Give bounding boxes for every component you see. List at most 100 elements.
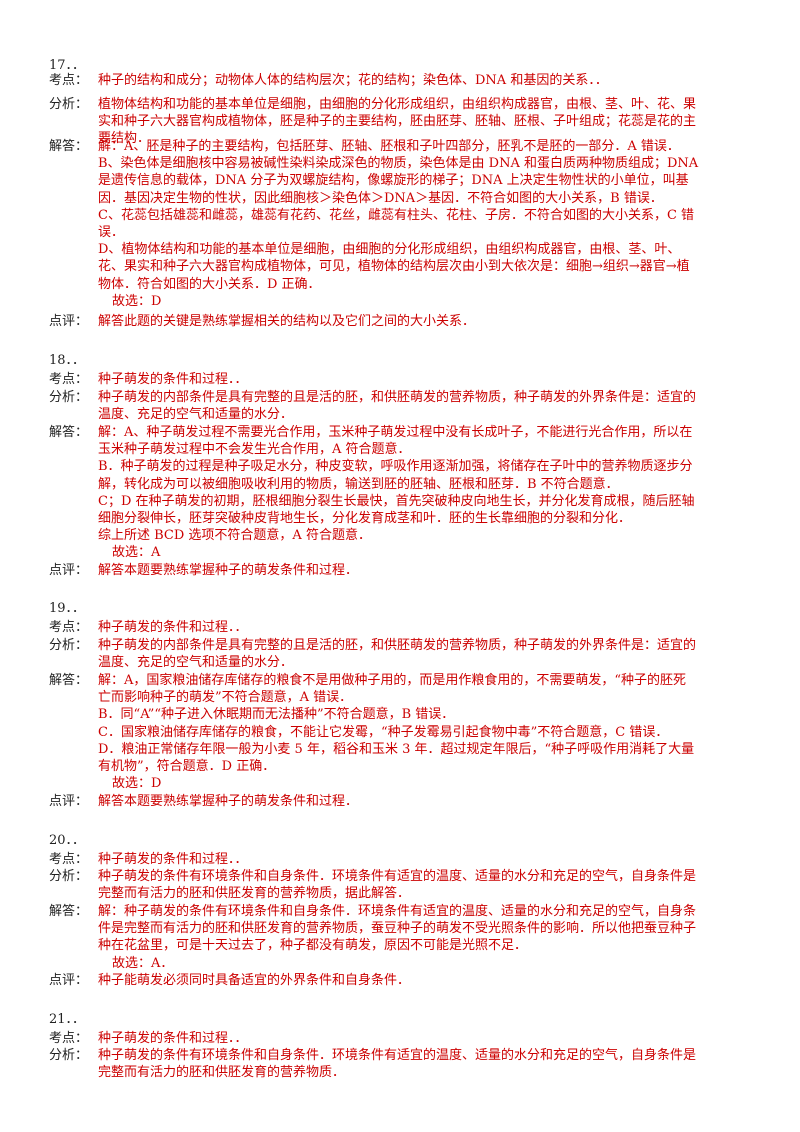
fenxi-text: 植物体结构和功能的基本单位是细胞，由细胞的分化形成组织，由组织构成器官，由根、茎… <box>98 96 761 148</box>
fenxi: 分析： 种子萌发的内部条件是具有完整的且是活的胚，和供胚萌发的营养物质，种子萌发的… <box>49 389 761 423</box>
fenxi-label: 分析： <box>49 869 89 884</box>
text-line: 故选：A <box>112 545 161 561</box>
fenxi: 分析： 种子萌发的条件有环境条件和自身条件．环境条件有适宜的温度、适量的水分和充足… <box>49 868 761 902</box>
dianping-label: 点评： <box>49 314 89 329</box>
dianping: 点评： 解答本题要熟练掌握种子的萌发条件和过程． <box>49 562 761 579</box>
kaodian-label: 考点： <box>49 372 89 387</box>
text-line: 故选：A． <box>112 955 174 971</box>
jieda-text: 解：A、胚是种子的主要结构，包括胚芽、胚轴、胚根和子叶四部分，胚乳不是胚的一部分… <box>98 138 761 310</box>
text-line: 花、果实和种子六大器官构成植物体，可见，植物体的结构层次由小到大依次是：细胞→组… <box>98 259 690 275</box>
text-line: 完整而有活力的胚和供胚发育的营养物质． <box>98 1065 346 1081</box>
fenxi-text: 种子萌发的条件有环境条件和自身条件．环境条件有适宜的温度、适量的水分和充足的空气… <box>98 1047 761 1081</box>
jieda-label: 解答： <box>49 425 89 440</box>
dianping-label: 点评： <box>49 563 89 578</box>
fenxi-text: 种子萌发的条件有环境条件和自身条件．环境条件有适宜的温度、适量的水分和充足的空气… <box>98 868 761 902</box>
text-line: 解：A，国家粮油储存库储存的粮食不是用做种子用的，而是用作粮食用的，不需要萌发，… <box>98 673 687 688</box>
kaodian: 考点： 种子萌发的条件和过程．． <box>49 851 761 868</box>
text-line: 件是完整而有活力的胚和供胚发育的营养物质，蚕豆种子的萌发不受光照条件的影响．所以… <box>98 921 697 937</box>
text-line: 温度、充足的空气和适量的水分． <box>98 407 294 423</box>
dianping-label: 点评： <box>49 794 89 809</box>
kaodian-text: 种子萌发的条件和过程．． <box>98 620 248 635</box>
fenxi-label: 分析： <box>49 1048 89 1063</box>
kaodian-label: 考点： <box>49 620 89 635</box>
jieda-label: 解答： <box>49 139 89 154</box>
kaodian-label: 考点： <box>49 73 89 88</box>
text-line: 温度、充足的空气和适量的水分． <box>98 655 294 671</box>
question-number: 17．． <box>49 58 86 73</box>
fenxi: 分析： 种子萌发的内部条件是具有完整的且是活的胚，和供胚萌发的营养物质，种子萌发的… <box>49 637 761 671</box>
text-line: D、植物体结构和功能的基本单位是细胞，由细胞的分化形成组织，由组织构成器官，由根… <box>98 242 681 258</box>
kaodian-text: 种子的结构和成分；动物体人体的结构层次；花的结构；染色体、DNA 和基因的关系．… <box>98 73 608 88</box>
text-line: 种子萌发的条件有环境条件和自身条件．环境条件有适宜的温度、适量的水分和充足的空气… <box>98 1048 697 1063</box>
fenxi: 分析： 植物体结构和功能的基本单位是细胞，由细胞的分化形成组织，由组织构成器官，由… <box>49 96 761 148</box>
kaodian-label: 考点： <box>49 852 89 867</box>
text-line: 实和种子六大器官构成植物体，胚是种子的主要结构，胚由胚芽、胚轴、胚根、子叶组成；… <box>98 114 697 130</box>
text-line: 综上所述 BCD 选项不符合题意，A 符合题意． <box>98 528 371 544</box>
text-line: 细胞分裂伸长，胚芽突破种皮背地生长，分化发育成茎和叶．胚的生长靠细胞的分裂和分化… <box>98 511 632 527</box>
text-line: B．同“A”“种子进入休眠期而无法播种”不符合题意，B 错误． <box>98 707 455 723</box>
jieda: 解答： 解：种子萌发的条件有环境条件和自身条件．环境条件有适宜的温度、适量的水分和… <box>49 903 761 972</box>
fenxi-label: 分析： <box>49 97 89 112</box>
text-line: 故选：D <box>112 776 162 792</box>
question-number: 18．． <box>49 353 86 368</box>
text-line: C、花蕊包括雄蕊和雌蕊，雄蕊有花药、花丝，雌蕊有柱头、花柱、子房．不符合如图的大… <box>98 207 695 223</box>
text-line: 种在花盆里，可是十天过去了，种子都没有萌发，原因不可能是光照不足． <box>98 938 528 954</box>
kaodian-text: 种子萌发的条件和过程．． <box>98 852 248 867</box>
dianping: 点评： 解答此题的关键是熟练掌握相关的结构以及它们之间的大小关系． <box>49 313 761 330</box>
text-line: B、染色体是细胞核中容易被碱性染料染成深色的物质，染色体是由 DNA 和蛋白质两… <box>98 156 699 172</box>
fenxi-label: 分析： <box>49 390 89 405</box>
text-line: 故选：D <box>112 293 162 309</box>
dianping: 点评： 解答本题要熟练掌握种子的萌发条件和过程． <box>49 793 761 810</box>
dianping-text: 解答本题要熟练掌握种子的萌发条件和过程． <box>98 563 359 578</box>
kaodian-text: 种子萌发的条件和过程．． <box>98 1031 248 1046</box>
text-line: 是遗传信息的载体，DNA 分子为双螺旋结构，像螺旋形的梯子；DNA 上决定生物性… <box>98 173 689 189</box>
text-line: 植物体结构和功能的基本单位是细胞，由细胞的分化形成组织，由组织构成器官，由根、茎… <box>98 97 697 112</box>
text-line: 有机物”，符合题意．D 正确． <box>98 759 276 775</box>
kaodian-label: 考点： <box>49 1031 89 1046</box>
dianping-text: 种子能萌发必须同时具备适宜的外界条件和自身条件． <box>98 973 411 988</box>
text-line: 解：A、胚是种子的主要结构，包括胚芽、胚轴、胚根和子叶四部分，胚乳不是胚的一部分… <box>98 139 680 154</box>
jieda-label: 解答： <box>49 904 89 919</box>
question-number: 21．． <box>49 1012 86 1027</box>
text-line: 种子萌发的条件有环境条件和自身条件．环境条件有适宜的温度、适量的水分和充足的空气… <box>98 869 697 884</box>
jieda-text: 解：种子萌发的条件有环境条件和自身条件．环境条件有适宜的温度、适量的水分和充足的… <box>98 903 761 972</box>
kaodian: 考点： 种子萌发的条件和过程．． <box>49 619 761 636</box>
text-line: 完整而有活力的胚和供胚发育的营养物质，据此解答． <box>98 886 411 902</box>
text-line: C；D 在种子萌发的初期，胚根细胞分裂生长最快，首先突破种皮向地生长，并分化发育… <box>98 493 695 509</box>
fenxi-text: 种子萌发的内部条件是具有完整的且是活的胚，和供胚萌发的营养物质，种子萌发的外界条… <box>98 389 761 423</box>
jieda: 解答： 解：A，国家粮油储存库储存的粮食不是用做种子用的，而是用作粮食用的，不需要… <box>49 672 761 792</box>
text-line: 解：A、种子萌发过程不需要光合作用，玉米种子萌发过程中没有长成叶子，不能进行光合… <box>98 425 693 440</box>
fenxi: 分析： 种子萌发的条件有环境条件和自身条件．环境条件有适宜的温度、适量的水分和充足… <box>49 1047 761 1081</box>
jieda-label: 解答： <box>49 673 89 688</box>
text-line: 亡而影响种子的萌发”不符合题意，A 错误． <box>98 690 353 706</box>
text-line: 因．基因决定生物的性状，因此细胞核＞染色体＞DNA＞基因．不符合如图的大小关系，… <box>98 190 663 206</box>
text-line: B．种子萌发的过程是种子吸足水分，种皮变软，呼吸作用逐渐加强，将储存在子叶中的营… <box>98 459 693 475</box>
text-line: D．粮油正常储存年限一般为小麦 5 年，稻谷和玉米 3 年．超过规定年限后，“种… <box>98 741 695 757</box>
question-number: 20．． <box>49 833 86 848</box>
dianping-text: 解答本题要熟练掌握种子的萌发条件和过程． <box>98 794 359 809</box>
jieda: 解答： 解：A、胚是种子的主要结构，包括胚芽、胚轴、胚根和子叶四部分，胚乳不是胚的… <box>49 138 761 310</box>
kaodian: 考点： 种子萌发的条件和过程．． <box>49 1030 761 1047</box>
text-line: 玉米种子萌发过程中不会发生光合作用，A 符合题意． <box>98 442 411 458</box>
dianping: 点评： 种子能萌发必须同时具备适宜的外界条件和自身条件． <box>49 972 761 989</box>
text-line: 物体．符合如图的大小关系．D 正确． <box>98 276 321 292</box>
fenxi-label: 分析： <box>49 638 89 653</box>
kaodian: 考点： 种子的结构和成分；动物体人体的结构层次；花的结构；染色体、DNA 和基因的… <box>49 72 761 89</box>
text-line: 解，转化成为可以被细胞吸收利用的物质，输送到胚的胚轴、胚根和胚芽．B 不符合题意… <box>98 476 619 492</box>
fenxi-text: 种子萌发的内部条件是具有完整的且是活的胚，和供胚萌发的营养物质，种子萌发的外界条… <box>98 637 761 671</box>
text-line: 解：种子萌发的条件有环境条件和自身条件．环境条件有适宜的温度、适量的水分和充足的… <box>98 904 697 919</box>
text-line: 种子萌发的内部条件是具有完整的且是活的胚，和供胚萌发的营养物质，种子萌发的外界条… <box>98 390 697 405</box>
dianping-text: 解答此题的关键是熟练掌握相关的结构以及它们之间的大小关系． <box>98 314 476 329</box>
dianping-label: 点评： <box>49 973 89 988</box>
text-line: C．国家粮油储存库储存的粮食，不能让它发霉，“种子发霉易引起食物中毒”不符合题意… <box>98 724 669 740</box>
jieda-text: 解：A、种子萌发过程不需要光合作用，玉米种子萌发过程中没有长成叶子，不能进行光合… <box>98 424 761 562</box>
question-number: 19．． <box>49 601 86 616</box>
jieda: 解答： 解：A、种子萌发过程不需要光合作用，玉米种子萌发过程中没有长成叶子，不能进… <box>49 424 761 562</box>
text-line: 误． <box>98 225 125 241</box>
jieda-text: 解：A，国家粮油储存库储存的粮食不是用做种子用的，而是用作粮食用的，不需要萌发，… <box>98 672 761 792</box>
kaodian-text: 种子萌发的条件和过程．． <box>98 372 248 387</box>
text-line: 种子萌发的内部条件是具有完整的且是活的胚，和供胚萌发的营养物质，种子萌发的外界条… <box>98 638 697 653</box>
kaodian: 考点： 种子萌发的条件和过程．． <box>49 371 761 388</box>
text-line: 要结构． <box>98 131 151 147</box>
